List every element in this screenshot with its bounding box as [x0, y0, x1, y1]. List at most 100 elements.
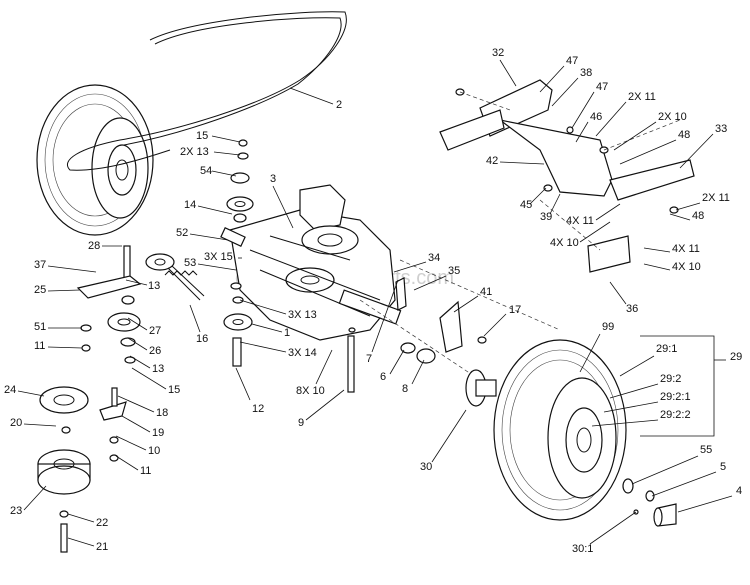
- leader-line: [67, 513, 95, 523]
- leader-line: [651, 471, 717, 497]
- part-label-l3x14: 3X 14: [288, 347, 317, 359]
- center-pulleys: [164, 270, 253, 367]
- part-label-l11b: 11: [140, 465, 151, 477]
- leader-line: [679, 133, 714, 169]
- leader-line: [571, 91, 595, 129]
- leader-line: [235, 367, 251, 401]
- leader-line: [411, 359, 425, 385]
- part-label-l13b: 13: [152, 363, 164, 375]
- leader-line: [613, 121, 657, 151]
- leader-line: [211, 170, 237, 177]
- pulley-stack-top: [226, 139, 254, 223]
- leader-line: [643, 263, 671, 271]
- leader-line: [389, 349, 405, 375]
- part-label-l53: 53: [184, 257, 196, 269]
- part-label-l2: 2: [336, 99, 342, 111]
- leader-line: [239, 299, 287, 315]
- part-label-l3x13: 3X 13: [288, 309, 317, 321]
- leader-line: [129, 355, 151, 369]
- wheel-hub: [465, 369, 497, 407]
- part-label-l20: 20: [10, 417, 22, 429]
- part-label-l3: 3: [270, 173, 276, 185]
- part-label-l8: 8: [402, 383, 408, 395]
- leader-line: [551, 77, 579, 107]
- part-label-l10a: 10: [148, 445, 160, 457]
- leader-line: [595, 203, 621, 221]
- leader-line: [677, 495, 733, 513]
- part-label-l52: 52: [176, 227, 188, 239]
- part-label-l33: 33: [715, 123, 727, 135]
- transaxle-assembly: [220, 184, 402, 341]
- part-label-l15b: 15: [168, 384, 180, 396]
- part-label-l24: 24: [4, 384, 16, 396]
- leader-line: [17, 390, 45, 397]
- leader-line: [272, 185, 294, 229]
- part-label-l37: 37: [34, 259, 46, 271]
- leader-line: [579, 221, 611, 243]
- leader-line: [393, 261, 427, 273]
- leader-line: [47, 289, 81, 292]
- leader-line: [529, 187, 547, 205]
- part-label-l28: 28: [88, 240, 100, 252]
- leader-line: [121, 415, 151, 433]
- leader-line: [47, 346, 83, 349]
- leader-line: [499, 161, 545, 165]
- part-label-l42: 42: [486, 155, 498, 167]
- leader-line: [483, 313, 507, 337]
- part-label-l26: 26: [149, 345, 161, 357]
- part-label-l30: 30: [420, 461, 432, 473]
- part-label-l48a: 48: [678, 129, 690, 141]
- part-label-l4: 4: [736, 485, 742, 497]
- leader-line: [619, 139, 677, 165]
- part-label-l29: 29: [730, 351, 742, 363]
- leader-line: [115, 455, 139, 471]
- axle-hardware: [347, 259, 561, 393]
- leader-line: [23, 423, 57, 427]
- part-label-l51: 51: [34, 321, 46, 333]
- part-label-l5: 5: [720, 461, 726, 473]
- leader-line: [197, 263, 237, 271]
- idler-arm-assembly: [76, 245, 205, 364]
- part-label-l2x11b: 2X 11: [702, 192, 730, 204]
- part-label-l38: 38: [580, 67, 592, 79]
- part-label-l25: 25: [34, 284, 46, 296]
- leader-line: [591, 419, 659, 427]
- leader-line: [239, 341, 287, 353]
- leader-line: [127, 337, 148, 351]
- part-label-l22: 22: [96, 517, 108, 529]
- leader-line: [589, 511, 637, 545]
- part-label-l2x11a: 2X 11: [628, 91, 656, 103]
- part-label-l99: 99: [602, 321, 614, 333]
- leader-line: [579, 333, 601, 373]
- part-label-l29_2_2: 29:2:2: [660, 409, 691, 421]
- leader-line: [305, 389, 345, 421]
- left-front-tire: [36, 84, 154, 236]
- part-label-l48b: 48: [692, 210, 704, 222]
- part-label-l47b: 47: [596, 81, 608, 93]
- leader-line: [251, 323, 283, 333]
- leader-line: [115, 435, 147, 451]
- leader-line: [499, 59, 517, 87]
- part-label-l29_1: 29:1: [656, 343, 677, 355]
- part-label-l41: 41: [480, 286, 492, 298]
- part-label-l47a: 47: [566, 55, 578, 67]
- part-label-l35: 35: [448, 265, 460, 277]
- leader-line: [371, 279, 399, 353]
- part-label-l18: 18: [156, 407, 168, 419]
- mounting-bracket-assembly: [439, 79, 695, 273]
- part-label-l17: 17: [509, 304, 521, 316]
- part-label-l27: 27: [149, 325, 161, 337]
- part-label-l11a: 11: [34, 340, 45, 352]
- leader-line: [575, 121, 589, 143]
- part-label-l6: 6: [380, 371, 386, 383]
- leader-line: [631, 455, 699, 485]
- part-label-l39: 39: [540, 211, 552, 223]
- part-label-l1: 1: [284, 327, 290, 339]
- part-label-l13a: 13: [148, 280, 160, 292]
- callout-bracket-29: [640, 335, 715, 437]
- part-label-l4x11a: 4X 11: [566, 215, 594, 227]
- part-label-l2x10: 2X 10: [658, 111, 687, 123]
